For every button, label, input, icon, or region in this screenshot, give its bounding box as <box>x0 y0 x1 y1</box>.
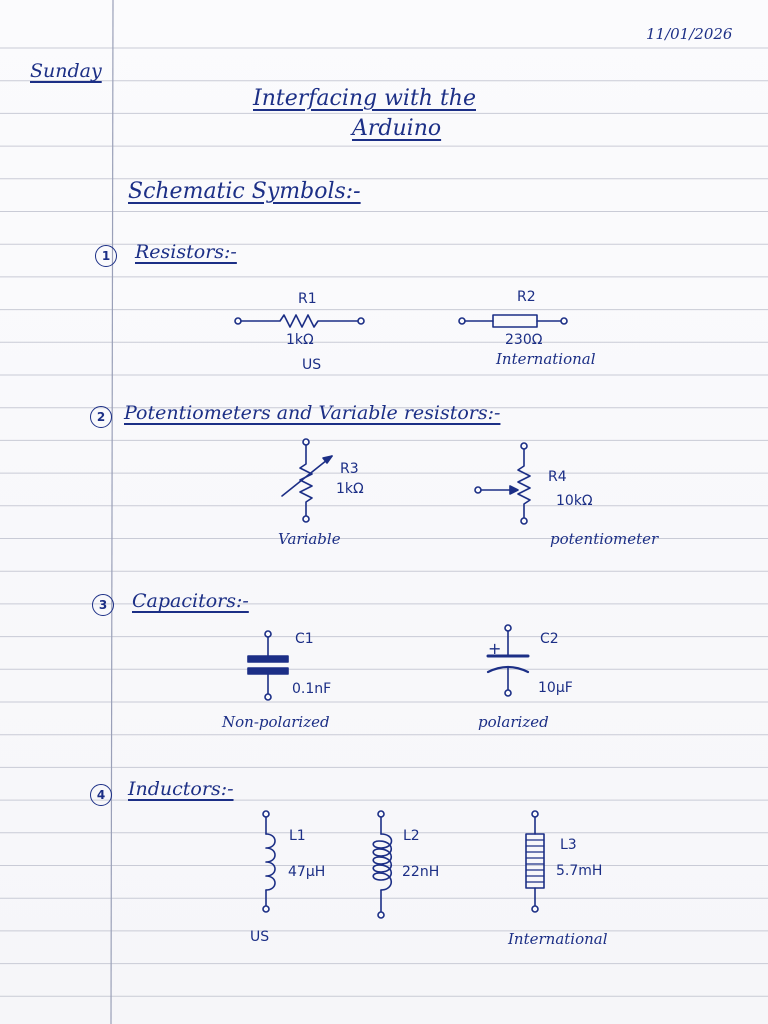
page-title-line2: Arduino <box>352 116 442 141</box>
r4-name: R4 <box>548 469 567 485</box>
resistor-us-symbol <box>234 314 365 328</box>
polarized-capacitor-symbol <box>486 624 530 697</box>
date-label: 11/01/2026 <box>646 25 733 43</box>
section-number-3: 3 <box>92 594 114 616</box>
inductor-us-symbol <box>262 810 276 913</box>
l1-value: 47μH <box>288 864 326 880</box>
potentiometer-symbol <box>474 442 531 525</box>
l2-value: 22nH <box>402 864 440 880</box>
c1-caption: Non-polarized <box>222 713 330 731</box>
r4-value: 10kΩ <box>556 493 593 509</box>
c1-value: 0.1nF <box>292 681 332 697</box>
resistor-international-symbol <box>458 314 568 328</box>
r2-caption: International <box>496 350 596 368</box>
l3-value: 5.7mH <box>556 863 603 879</box>
inductor-loop-symbol <box>372 810 393 919</box>
capacitors-heading: Capacitors:- <box>132 590 249 612</box>
resistors-heading: Resistors:- <box>135 241 237 263</box>
inductor-international-caption: International <box>508 930 608 948</box>
r2-value: 230Ω <box>505 332 543 348</box>
section-number-1: 1 <box>95 245 117 267</box>
c2-plus-sign: + <box>488 639 502 658</box>
page-title-line1: Interfacing with the <box>253 86 476 111</box>
r1-caption: US <box>302 357 322 373</box>
l2-name: L2 <box>403 828 420 844</box>
r3-name: R3 <box>340 461 359 477</box>
r1-name: R1 <box>298 291 317 307</box>
variable-resistor-symbol <box>281 438 333 523</box>
section-number-2: 2 <box>90 406 112 428</box>
r4-caption: potentiometer <box>550 530 659 548</box>
day-label: Sunday <box>30 60 102 82</box>
inductor-international-symbol <box>525 810 545 913</box>
c2-value: 10μF <box>538 680 573 696</box>
potentiometers-heading: Potentiometers and Variable resistors:- <box>124 402 501 424</box>
subtitle: Schematic Symbols:- <box>128 179 361 204</box>
c1-name: C1 <box>295 631 314 647</box>
section-number-4: 4 <box>90 784 112 806</box>
inductor-us-caption: US <box>250 929 270 945</box>
r3-value: 1kΩ <box>336 481 364 497</box>
l3-name: L3 <box>560 837 577 853</box>
r3-caption: Variable <box>278 530 341 548</box>
r2-name: R2 <box>517 289 536 305</box>
margin-line <box>110 0 114 1024</box>
c2-name: C2 <box>540 631 559 647</box>
inductors-heading: Inductors:- <box>128 778 234 800</box>
r1-value: 1kΩ <box>286 332 314 348</box>
non-polarized-capacitor-symbol <box>247 630 289 701</box>
l1-name: L1 <box>289 828 306 844</box>
c2-caption: polarized <box>478 713 549 731</box>
